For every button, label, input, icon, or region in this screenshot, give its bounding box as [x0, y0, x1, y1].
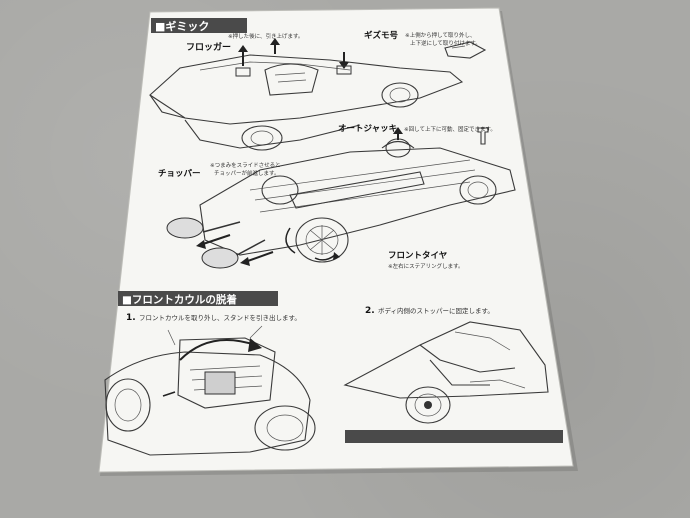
gizumo-note-line2: 上下逆にして取り付けます。: [410, 39, 481, 47]
flogger-note: ※押した後に、引き上げます。: [228, 32, 303, 40]
step2-illustration: [343, 321, 563, 443]
chassis-illustration: [166, 127, 516, 269]
gimmick-title: ■ギミック: [155, 19, 209, 33]
front-tire-note: ※左右にステアリングします。: [388, 262, 464, 270]
step1-text: フロントカウルを取り外し、スタンドを引き出します。: [139, 313, 301, 322]
gimmick-section: ■ギミック フロッガー ※押した後に、引き: [149, 18, 516, 270]
gimmick-header-bar: [151, 18, 247, 33]
step2-text: ボディ内側のストッパーに固定します。: [378, 306, 494, 315]
chopper-note-line2: チョッパーが前進します。: [214, 169, 279, 177]
gizumo-note-line1: ※上側から押して取り外し、: [405, 31, 475, 39]
front-tire-label: フロントタイヤ: [388, 250, 448, 261]
footer-bar: [345, 430, 563, 443]
cowl-title: ■フロントカウルの脱着: [122, 293, 237, 306]
cowl-header-bar: [118, 291, 278, 306]
step1-illustration: [104, 325, 316, 456]
step2-number: 2.: [365, 306, 375, 316]
flogger-label: フロッガー: [186, 41, 231, 53]
front-cowl-section: ■フロントカウルの脱着 1. フロントカウルを取り外し、スタンドを引き出します。…: [104, 291, 563, 456]
car-illustration-top: [149, 38, 487, 151]
chopper-note-line1: ※つまみをスライドさせると: [210, 162, 281, 169]
chopper-label: チョッパー: [158, 168, 201, 179]
gizumo-label: ギズモ号: [364, 30, 399, 41]
paper-sheet: [98, 7, 578, 476]
autojack-label: オートジャッキ: [338, 124, 397, 134]
step1-number: 1.: [126, 313, 136, 323]
autojack-note: ※回して上下に可動、固定できます。: [404, 125, 496, 133]
